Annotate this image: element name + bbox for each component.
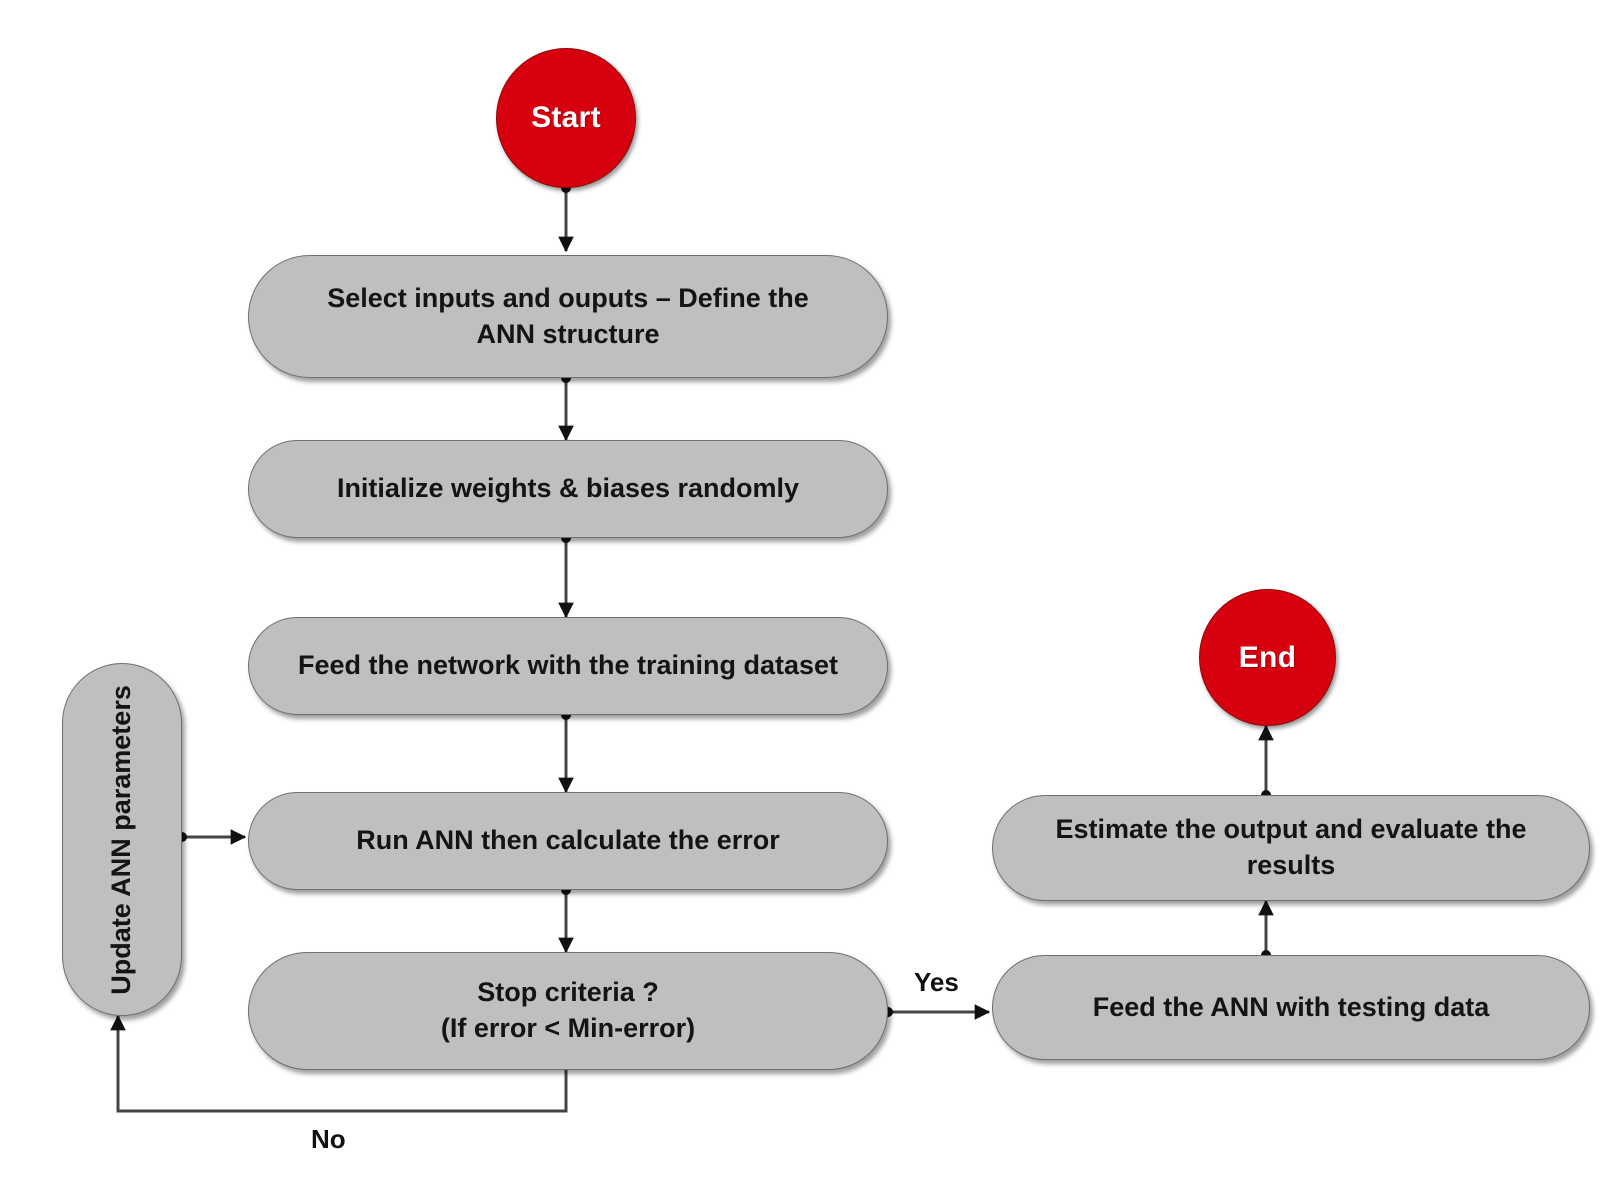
edge-label-no: No [311,1124,346,1154]
node-end-label: End [1238,640,1297,674]
node-estimate-output-label: Estimate the output and evaluate the res… [1055,814,1527,880]
node-stop-criteria-label: Stop criteria ? (If error < Min-error) [440,977,696,1043]
node-stop-criteria[interactable]: Stop criteria ? (If error < Min-error) [248,952,888,1070]
node-update-params-label: Update ANN parameters [106,684,137,995]
node-feed-training[interactable]: Feed the network with the training datas… [248,617,888,715]
node-run-ann-label: Run ANN then calculate the error [356,825,780,856]
node-start[interactable]: Start [496,48,636,188]
node-feed-testing[interactable]: Feed the ANN with testing data [992,955,1590,1060]
node-end[interactable]: End [1199,589,1336,726]
node-feed-training-label: Feed the network with the training datas… [297,650,839,681]
node-run-ann[interactable]: Run ANN then calculate the error [248,792,888,890]
node-feed-testing-label: Feed the ANN with testing data [1092,991,1490,1022]
node-init-weights-label: Initialize weights & biases randomly [336,473,800,504]
node-define-structure[interactable]: Select inputs and ouputs – Define the AN… [248,255,888,378]
node-start-label: Start [531,101,601,134]
node-init-weights[interactable]: Initialize weights & biases randomly [248,440,888,538]
node-estimate-output[interactable]: Estimate the output and evaluate the res… [992,795,1590,901]
node-update-params[interactable]: Update ANN parameters [62,663,182,1016]
edge-label-yes: Yes [914,967,959,997]
node-define-structure-label: Select inputs and ouputs – Define the AN… [327,282,809,349]
